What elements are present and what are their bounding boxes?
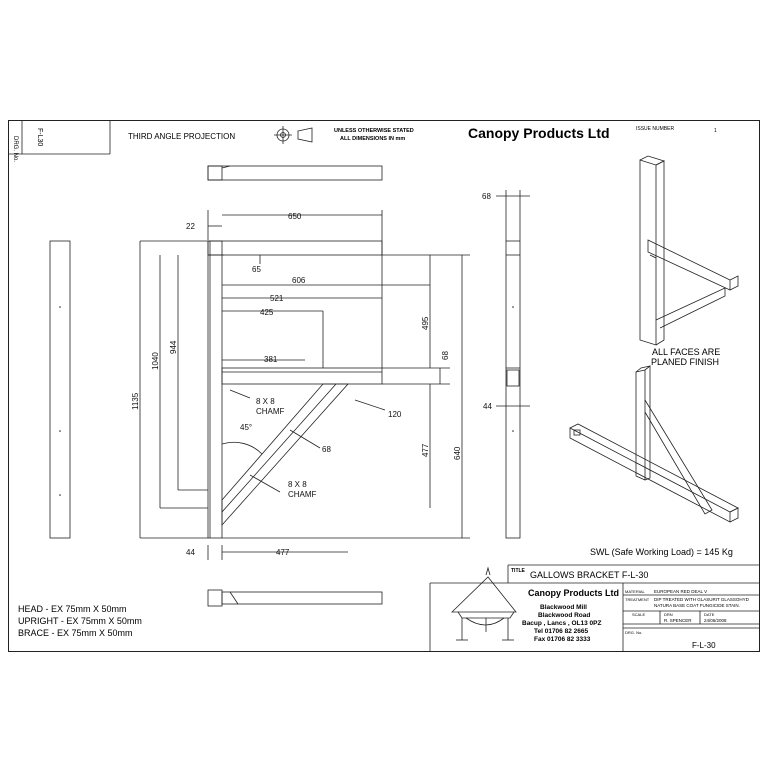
dim-65: 65 [252, 265, 261, 274]
material-upright: UPRIGHT - EX 75mm X 50mm [18, 616, 142, 626]
treatment-value-1: DIP TREATED WITH GLASURIT GLASSOHYD [654, 597, 750, 602]
dim-650: 650 [288, 212, 302, 221]
chamf-upper-label: CHAMF [256, 407, 285, 416]
dim-521: 521 [270, 294, 284, 303]
date-label: DATE [704, 612, 715, 617]
treatment-label: TREATMENT [625, 597, 650, 602]
material-brace: BRACE - EX 75mm X 50mm [18, 628, 133, 638]
drg-no-tb-value: F-L-30 [692, 641, 716, 650]
material-value: EUROPEAN RED DEAL V [654, 589, 707, 594]
projection-symbol-cone [297, 127, 313, 143]
brace-front [221, 383, 349, 527]
date-value: 24/06/2008 [704, 618, 727, 623]
isometric-view-lower [569, 365, 739, 523]
dim-477-horizontal: 477 [276, 548, 290, 557]
dim-angle-45: 45° [240, 423, 252, 432]
dim-944: 944 [169, 340, 178, 354]
dim-381: 381 [264, 355, 278, 364]
swl-note: SWL (Safe Working Load) = 145 Kg [590, 547, 733, 557]
scale-label: SCALE [632, 612, 645, 617]
address-2: Blackwood Road [538, 612, 590, 619]
head-top-view [207, 165, 383, 181]
chamf-lower-label: CHAMF [288, 490, 317, 499]
drg-no-value: F-L30 [36, 128, 43, 146]
material-head: HEAD - EX 75mm X 50mm [18, 604, 127, 614]
head-front [207, 240, 383, 256]
drawing-sheet [8, 120, 760, 652]
dim-606: 606 [292, 276, 306, 285]
chamf-upper-size: 8 X 8 [256, 397, 275, 406]
dim-640: 640 [453, 446, 462, 460]
issue-value: 1 [714, 128, 717, 134]
dim-44-side: 44 [483, 402, 492, 411]
dim-22: 22 [186, 222, 195, 231]
projection-label: THIRD ANGLE PROJECTION [128, 132, 235, 141]
dim-1040: 1040 [151, 352, 160, 370]
issue-label: ISSUE NUMBER [636, 126, 674, 132]
treatment-value-2: NATURA BASE COAT FUNGICIDE STAIN. [654, 603, 740, 608]
dim-120: 120 [388, 410, 402, 419]
title-value: GALLOWS BRACKET F-L-30 [530, 570, 648, 580]
head-arm [221, 367, 383, 385]
drn-label: DRN [664, 612, 673, 617]
dim-1135: 1135 [131, 392, 140, 410]
drn-value: R. SPENCER [664, 618, 692, 623]
dim-477-vertical: 477 [421, 443, 430, 457]
canopy-logo-icon [451, 566, 517, 641]
note-line-2: ALL DIMENSIONS IN mm [340, 136, 405, 142]
drg-no-tb-label: DRG. No. [625, 630, 642, 635]
material-label: MATERIAL [625, 589, 645, 594]
upright-side-view [49, 240, 71, 539]
upright-end-view [505, 240, 521, 539]
dim-44-base: 44 [186, 548, 195, 557]
faces-note-line-2: PLANED FINISH [651, 357, 719, 367]
dim-425: 425 [260, 308, 274, 317]
title-label: TITLE [511, 568, 526, 574]
tb-company: Canopy Products Ltd [528, 588, 619, 598]
fax: Fax 01706 82 3333 [534, 636, 591, 643]
dim-68-brace: 68 [322, 445, 331, 454]
header-company: Canopy Products Ltd [468, 125, 610, 141]
isometric-view-upper [639, 155, 739, 346]
base-top-view [207, 589, 223, 607]
dim-68-side: 68 [482, 192, 491, 201]
faces-note-line-1: ALL FACES ARE [652, 347, 720, 357]
address-1: Blackwood Mill [540, 604, 587, 611]
drg-no-label: DRG. No. [12, 136, 18, 162]
dim-495: 495 [421, 316, 430, 330]
telephone: Tel 01706 82 2665 [534, 628, 588, 635]
chamf-lower-size: 8 X 8 [288, 480, 307, 489]
note-line-1: UNLESS OTHERWISE STATED [334, 128, 414, 134]
address-3: Bacup , Lancs , OL13 0PZ [522, 620, 601, 627]
dim-68-arm: 68 [441, 351, 450, 360]
